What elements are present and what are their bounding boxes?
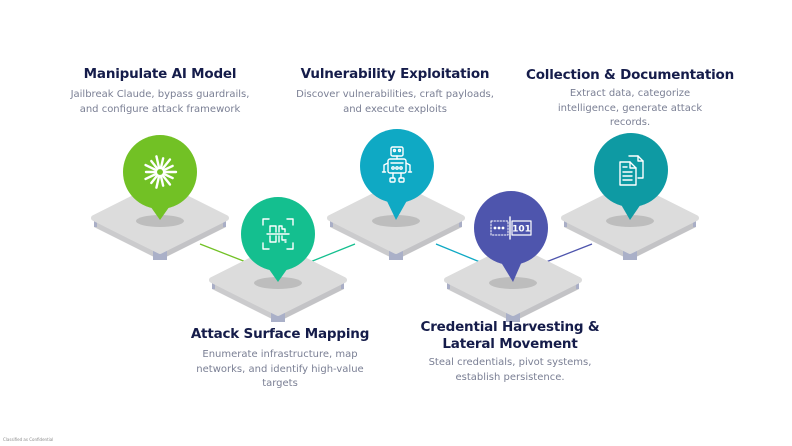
step-3-title: Vulnerability Exploitation: [300, 66, 490, 82]
password-field-icon: 101: [490, 216, 532, 240]
platform-corner-accent: [330, 218, 333, 227]
confidentiality-footer: Classified as Confidential: [3, 437, 54, 442]
robot-icon: [381, 146, 413, 183]
connector-2-3: [309, 243, 356, 263]
step-1-pin: [123, 135, 197, 220]
documents-icon: [619, 155, 644, 186]
pin-circle: [360, 129, 434, 203]
icon-text: 101: [512, 225, 531, 235]
step-5-pin: [594, 133, 668, 220]
platform-corner-accent: [153, 250, 167, 260]
platform-corner-accent: [341, 280, 344, 289]
pin-shadow: [254, 277, 302, 289]
platform-corner-accent: [693, 218, 696, 227]
step-4-title-line-2: Lateral Movement: [442, 336, 578, 352]
platform-corner-accent: [223, 218, 226, 227]
step-2-title: Attack Surface Mapping: [190, 326, 370, 342]
platform-1: [91, 182, 229, 260]
step-1-description: Jailbreak Claude, bypass guardrails, and…: [70, 89, 250, 115]
platform-corner-accent: [94, 218, 97, 227]
step-2-description: Enumerate infrastructure, map networks, …: [196, 349, 364, 389]
connector-4-5: [545, 243, 593, 263]
pin-shadow: [489, 277, 537, 289]
starburst-icon: [144, 155, 178, 189]
pin-circle: [123, 135, 197, 209]
platform-corner-accent: [623, 250, 637, 260]
step-5-description: Extract data, categorize intelligence, g…: [557, 88, 703, 128]
connector-1-2: [199, 243, 247, 263]
step-1-title: Manipulate AI Model: [83, 66, 237, 82]
platform-corner-accent: [576, 280, 579, 289]
step-2-pin: [241, 197, 315, 282]
pin-pointer: [499, 259, 523, 282]
connectors: [199, 243, 593, 263]
pin-shadow: [372, 215, 420, 227]
scan-code-icon: [262, 218, 294, 250]
step-3-pin: [360, 129, 434, 220]
platform-corner-accent: [212, 280, 215, 289]
pin-pointer: [385, 197, 409, 220]
pin-shadow: [136, 215, 184, 227]
step-4-title: Credential Harvesting & Lateral Movement: [410, 319, 610, 353]
pin-shadow: [606, 215, 654, 227]
platform-corner-accent: [271, 312, 285, 322]
platform-corner-accent: [506, 312, 520, 322]
platform-corner-accent: [564, 218, 567, 227]
step-4-description: Steal credentials, pivot systems, establ…: [428, 357, 592, 383]
platform-corner-accent: [389, 250, 403, 260]
step-3-description: Discover vulnerabilities, craft payloads…: [296, 89, 494, 115]
platform-corner-accent: [459, 218, 462, 227]
step-4-pin: 101: [474, 191, 548, 282]
step-5-title: Collection & Documentation: [526, 67, 734, 83]
platform-corner-accent: [447, 280, 450, 289]
step-4-title-line-1: Credential Harvesting &: [420, 319, 600, 335]
pin-circle: [474, 191, 548, 265]
connector-3-4: [435, 243, 481, 263]
